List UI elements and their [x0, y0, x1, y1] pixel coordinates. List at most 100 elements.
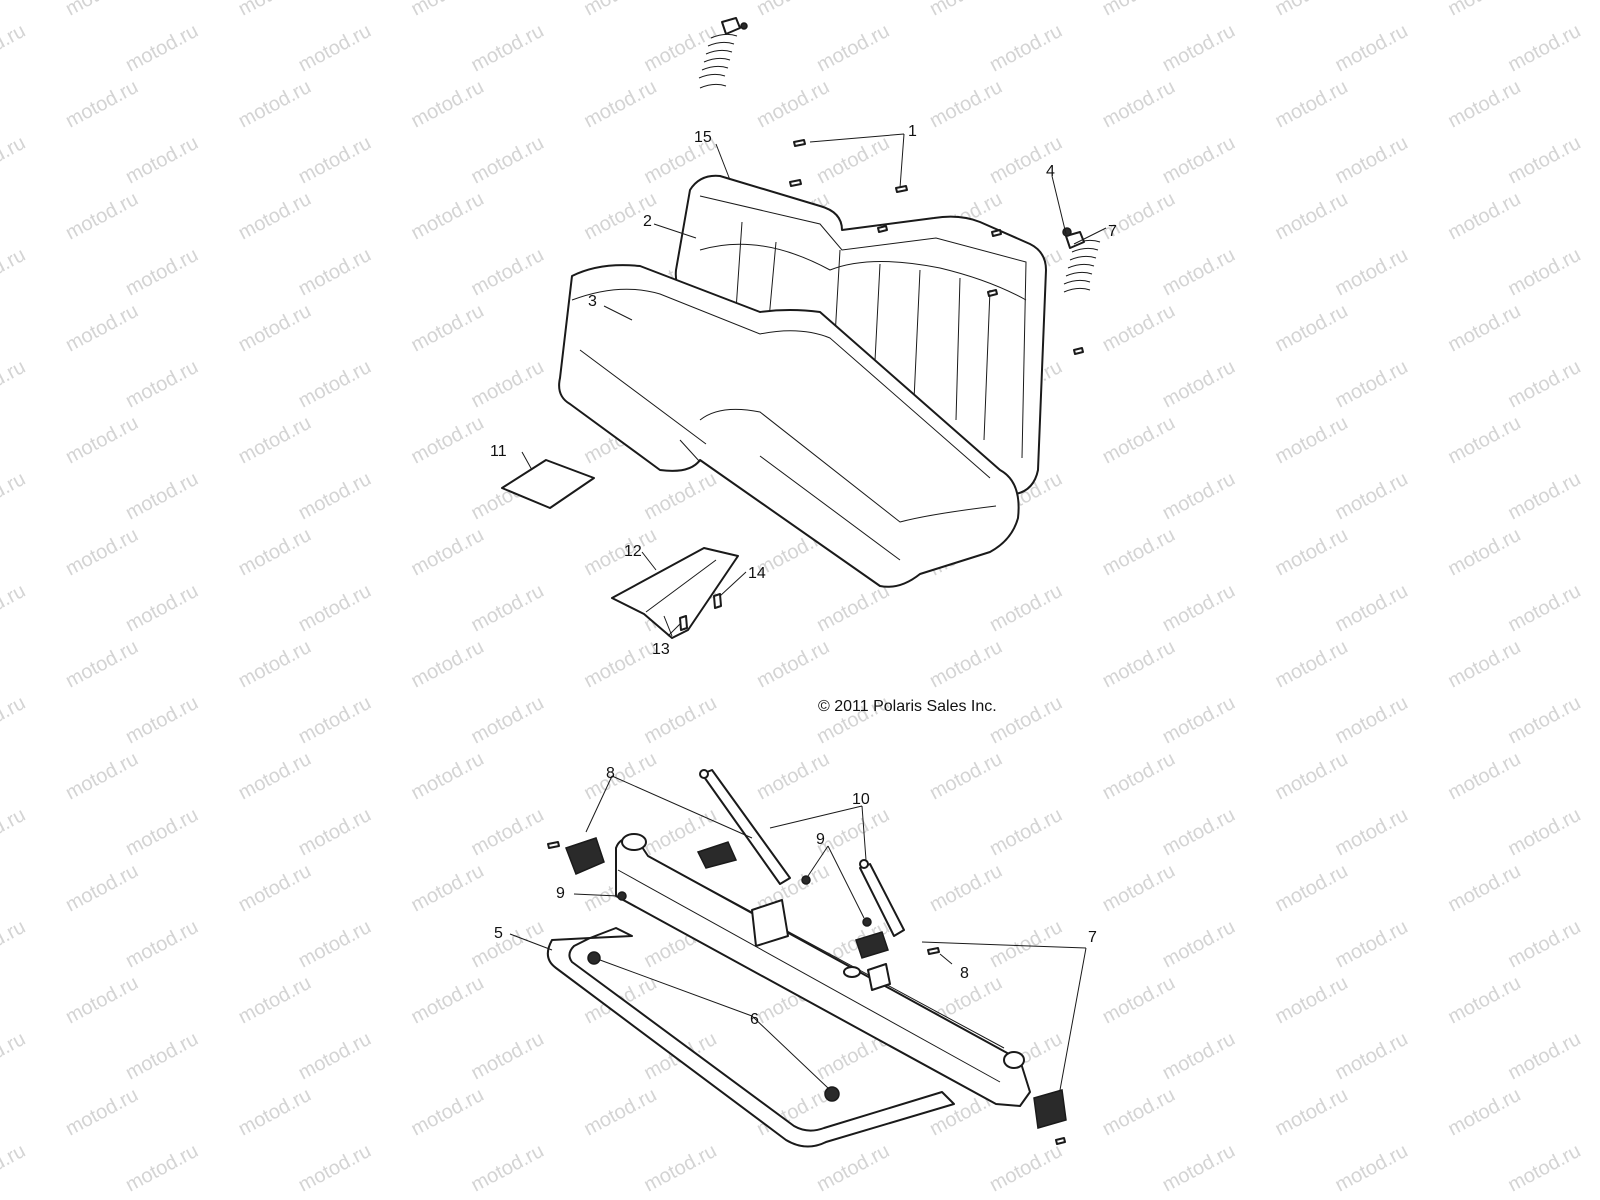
watermark-text: motod.ru — [1272, 1084, 1352, 1140]
watermark-text: motod.ru — [813, 580, 893, 636]
callout-9-lower: 9 — [556, 885, 565, 902]
watermark-text: motod.ru — [62, 412, 142, 468]
seat-cover-plate — [611, 547, 739, 639]
seat-base — [558, 264, 1020, 588]
watermark-text: motod.ru — [986, 20, 1066, 76]
watermark-text: motod.ru — [1444, 300, 1524, 356]
callout-6: 6 — [750, 1011, 759, 1028]
watermark-text: motod.ru — [408, 76, 488, 132]
nut-c — [617, 891, 627, 901]
callout-1: 1 — [908, 123, 917, 140]
watermark-text: motod.ru — [1159, 244, 1239, 300]
watermark-text: motod.ru — [235, 1084, 315, 1140]
watermark-text: motod.ru — [1444, 860, 1524, 916]
watermark-text: motod.ru — [986, 916, 1066, 972]
watermark-text: motod.ru — [986, 1140, 1066, 1196]
watermark-text: motod.ru — [1332, 692, 1412, 748]
watermark-text: motod.ru — [295, 132, 375, 188]
watermark-text: motod.ru — [1504, 20, 1584, 76]
watermark-text: motod.ru — [1159, 132, 1239, 188]
leader-lines-lower — [509, 775, 1087, 1091]
watermark-text: motod.ru — [0, 468, 29, 524]
watermark-text: motod.ru — [1159, 1140, 1239, 1196]
watermark-text: motod.ru — [1272, 636, 1352, 692]
watermark-text: motod.ru — [640, 468, 720, 524]
watermark-text: motod.ru — [1504, 916, 1584, 972]
watermark-text: motod.ru — [0, 692, 29, 748]
watermark-text: motod.ru — [468, 1140, 548, 1196]
watermark-text: motod.ru — [122, 468, 202, 524]
watermark-text: motod.ru — [62, 1084, 142, 1140]
watermark-text: motod.ru — [926, 748, 1006, 804]
watermark-text: motod.ru — [408, 748, 488, 804]
watermark-text: motod.ru — [1272, 300, 1352, 356]
grommet-left — [587, 951, 601, 965]
watermark-text: motod.ru — [408, 1084, 488, 1140]
seat-frame-tray — [546, 927, 955, 1148]
watermark-text: motod.ru — [1332, 916, 1412, 972]
watermark-text: motod.ru — [0, 580, 29, 636]
watermark-text: motod.ru — [1159, 20, 1239, 76]
watermark-text: motod.ru — [122, 916, 202, 972]
watermark-text: motod.ru — [295, 20, 375, 76]
callout-7-lower: 7 — [1088, 929, 1097, 946]
watermark-text: motod.ru — [295, 804, 375, 860]
watermark-text: motod.ru — [122, 244, 202, 300]
screws-group-1 — [789, 139, 1084, 355]
watermark-text: motod.ru — [62, 636, 142, 692]
watermark-text: motod.ru — [1099, 1084, 1179, 1140]
watermark-text: motod.ru — [62, 300, 142, 356]
watermark-text: motod.ru — [468, 20, 548, 76]
watermark-text: motod.ru — [235, 76, 315, 132]
watermark-text: motod.ru — [926, 636, 1006, 692]
watermark-text: motod.ru — [0, 132, 29, 188]
callout-7-upper: 7 — [1108, 223, 1117, 240]
watermark-text: motod.ru — [235, 1196, 315, 1200]
watermark-text: motod.ru — [295, 468, 375, 524]
callout-3: 3 — [588, 293, 597, 310]
watermark-text: motod.ru — [62, 188, 142, 244]
watermark-text: motod.ru — [1504, 804, 1584, 860]
watermark-text: motod.ru — [1332, 1028, 1412, 1084]
watermark-text: motod.ru — [1159, 356, 1239, 412]
watermark-text: motod.ru — [408, 188, 488, 244]
watermark-text: motod.ru — [753, 1196, 833, 1200]
watermark-text: motod.ru — [1159, 692, 1239, 748]
watermark-text: motod.ru — [1332, 580, 1412, 636]
callout-12: 12 — [624, 543, 642, 560]
watermark-text: motod.ru — [468, 132, 548, 188]
watermark-text: motod.ru — [753, 748, 833, 804]
watermark-text: motod.ru — [295, 1140, 375, 1196]
watermark-text: motod.ru — [468, 692, 548, 748]
watermark-text: motod.ru — [408, 860, 488, 916]
seat-belt-buckle-right — [855, 859, 905, 959]
watermark-text: motod.ru — [1272, 188, 1352, 244]
watermark-text: motod.ru — [1099, 748, 1179, 804]
watermark-text: motod.ru — [468, 804, 548, 860]
watermark-text: motod.ru — [235, 188, 315, 244]
watermark-text: motod.ru — [1272, 76, 1352, 132]
watermark-text: motod.ru — [408, 0, 488, 20]
watermark-text: motod.ru — [1099, 412, 1179, 468]
watermark-text: motod.ru — [468, 1028, 548, 1084]
watermark-text: motod.ru — [1444, 524, 1524, 580]
watermark-text: motod.ru — [235, 748, 315, 804]
watermark-text: motod.ru — [1332, 804, 1412, 860]
watermark-text: motod.ru — [62, 972, 142, 1028]
watermark-text: motod.ru — [1159, 916, 1239, 972]
bolt-right — [927, 947, 940, 955]
watermark-text: motod.ru — [1444, 972, 1524, 1028]
watermark-text: motod.ru — [580, 636, 660, 692]
bracket-right — [1033, 1089, 1067, 1145]
watermark-text: motod.ru — [753, 76, 833, 132]
watermark-text: motod.ru — [1504, 692, 1584, 748]
watermark-text: motod.ru — [408, 300, 488, 356]
watermark-text: motod.ru — [0, 1140, 29, 1196]
watermark-text: motod.ru — [1272, 412, 1352, 468]
watermark-text: motod.ru — [62, 524, 142, 580]
watermark-text: motod.ru — [235, 636, 315, 692]
watermark-text: motod.ru — [926, 1196, 1006, 1200]
watermark-text: motod.ru — [753, 0, 833, 20]
watermark-text: motod.ru — [122, 580, 202, 636]
watermark-text: motod.ru — [1159, 468, 1239, 524]
